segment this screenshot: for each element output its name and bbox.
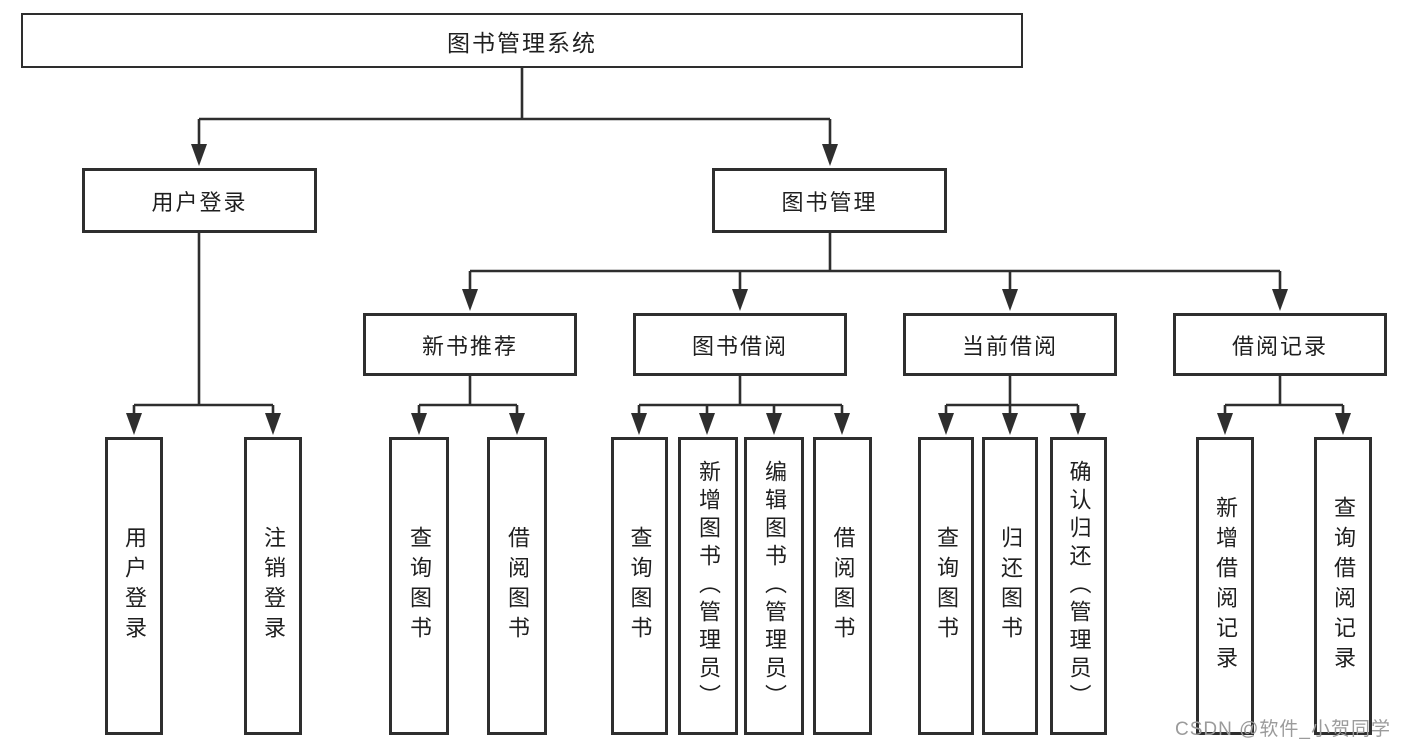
leaf-user-login-label: 用户登录 xyxy=(122,526,147,646)
node-new-book-label: 新书推荐 xyxy=(421,333,518,359)
leaf-return-book: 归还图书 xyxy=(982,437,1038,735)
node-root-label: 图书管理系统 xyxy=(447,29,597,56)
node-borrow-record-label: 借阅记录 xyxy=(1231,333,1328,359)
node-root: 图书管理系统 xyxy=(21,13,1023,68)
leaf-current-query: 查询图书 xyxy=(918,437,974,735)
leaf-confirm-return: 确认归还（管理员） xyxy=(1050,437,1107,735)
node-book-borrow-label: 图书借阅 xyxy=(691,333,788,359)
node-book-borrow: 图书借阅 xyxy=(633,313,847,376)
leaf-logout: 注销登录 xyxy=(244,437,302,735)
leaf-borrow-book-label: 借阅图书 xyxy=(830,526,856,646)
leaf-borrow-add: 新增图书（管理员） xyxy=(678,437,738,735)
node-user-login: 用户登录 xyxy=(82,168,317,233)
node-borrow-record: 借阅记录 xyxy=(1173,313,1387,376)
leaf-borrow-edit-label: 编辑图书（管理员） xyxy=(762,460,787,712)
leaf-return-book-label: 归还图书 xyxy=(998,526,1023,646)
node-current-borrow-label: 当前借阅 xyxy=(961,333,1058,359)
leaf-query-record: 查询借阅记录 xyxy=(1314,437,1372,735)
node-current-borrow: 当前借阅 xyxy=(903,313,1117,376)
leaf-borrow-add-label: 新增图书（管理员） xyxy=(696,460,721,712)
leaf-borrow-query: 查询图书 xyxy=(611,437,668,735)
leaf-add-record: 新增借阅记录 xyxy=(1196,437,1254,735)
leaf-borrow-book: 借阅图书 xyxy=(813,437,872,735)
leaf-newbook-borrow: 借阅图书 xyxy=(487,437,547,735)
leaf-newbook-query: 查询图书 xyxy=(389,437,449,735)
arrowheads xyxy=(126,144,1351,435)
node-book-mgmt-label: 图书管理 xyxy=(781,189,878,215)
leaf-add-record-label: 新增借阅记录 xyxy=(1213,496,1238,676)
leaf-newbook-query-label: 查询图书 xyxy=(407,526,432,646)
node-user-login-label: 用户登录 xyxy=(151,189,248,215)
watermark: CSDN @软件_小贺同学 xyxy=(1175,719,1391,740)
leaf-user-login: 用户登录 xyxy=(105,437,163,735)
leaf-current-query-label: 查询图书 xyxy=(934,526,959,646)
leaf-logout-label: 注销登录 xyxy=(261,526,286,646)
leaf-borrow-query-label: 查询图书 xyxy=(627,526,653,646)
node-new-book: 新书推荐 xyxy=(363,313,577,376)
leaf-confirm-return-label: 确认归还（管理员） xyxy=(1066,460,1092,712)
node-book-mgmt: 图书管理 xyxy=(712,168,947,233)
leaf-borrow-edit: 编辑图书（管理员） xyxy=(744,437,804,735)
leaf-newbook-borrow-label: 借阅图书 xyxy=(505,526,530,646)
leaf-query-record-label: 查询借阅记录 xyxy=(1331,496,1356,676)
